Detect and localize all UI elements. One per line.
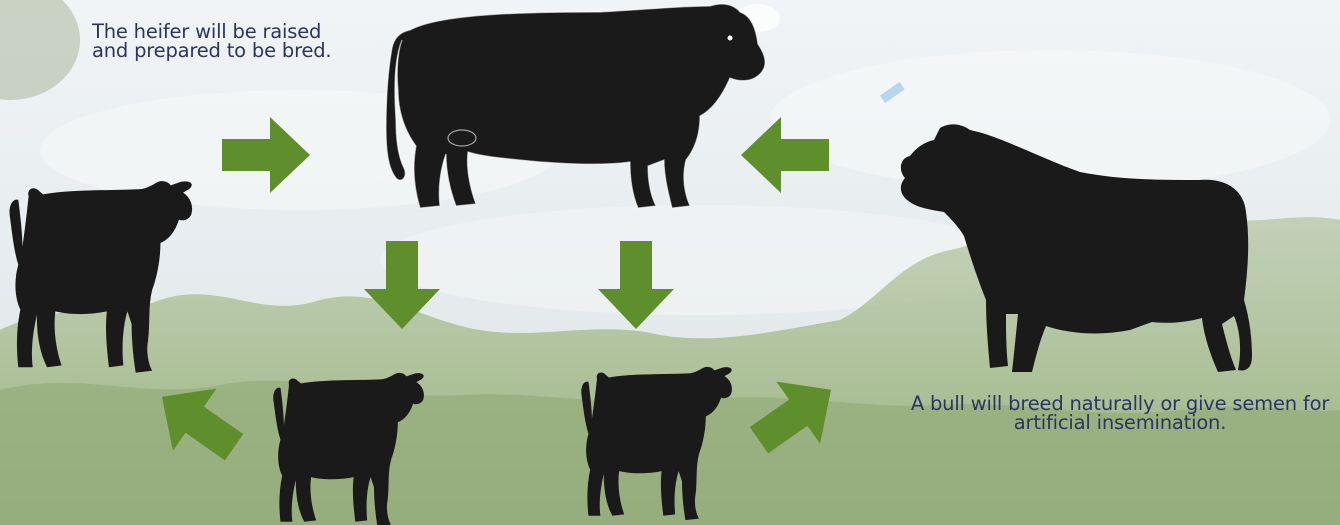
calf-icon (10, 181, 193, 373)
cow-icon (386, 4, 765, 208)
arrow-icon (364, 241, 440, 329)
arrow-icon (598, 241, 674, 329)
calf-icon (581, 367, 732, 520)
calf-icon (273, 373, 424, 525)
arrow-icon (140, 366, 256, 479)
arrow-icon (737, 359, 853, 472)
heifer-caption: The heifer will be raised and prepared t… (92, 22, 342, 60)
arrow-icon (741, 117, 829, 193)
arrow-icon (222, 117, 310, 193)
bull-icon (901, 124, 1252, 372)
bull-caption: A bull will breed naturally or give seme… (900, 394, 1340, 432)
